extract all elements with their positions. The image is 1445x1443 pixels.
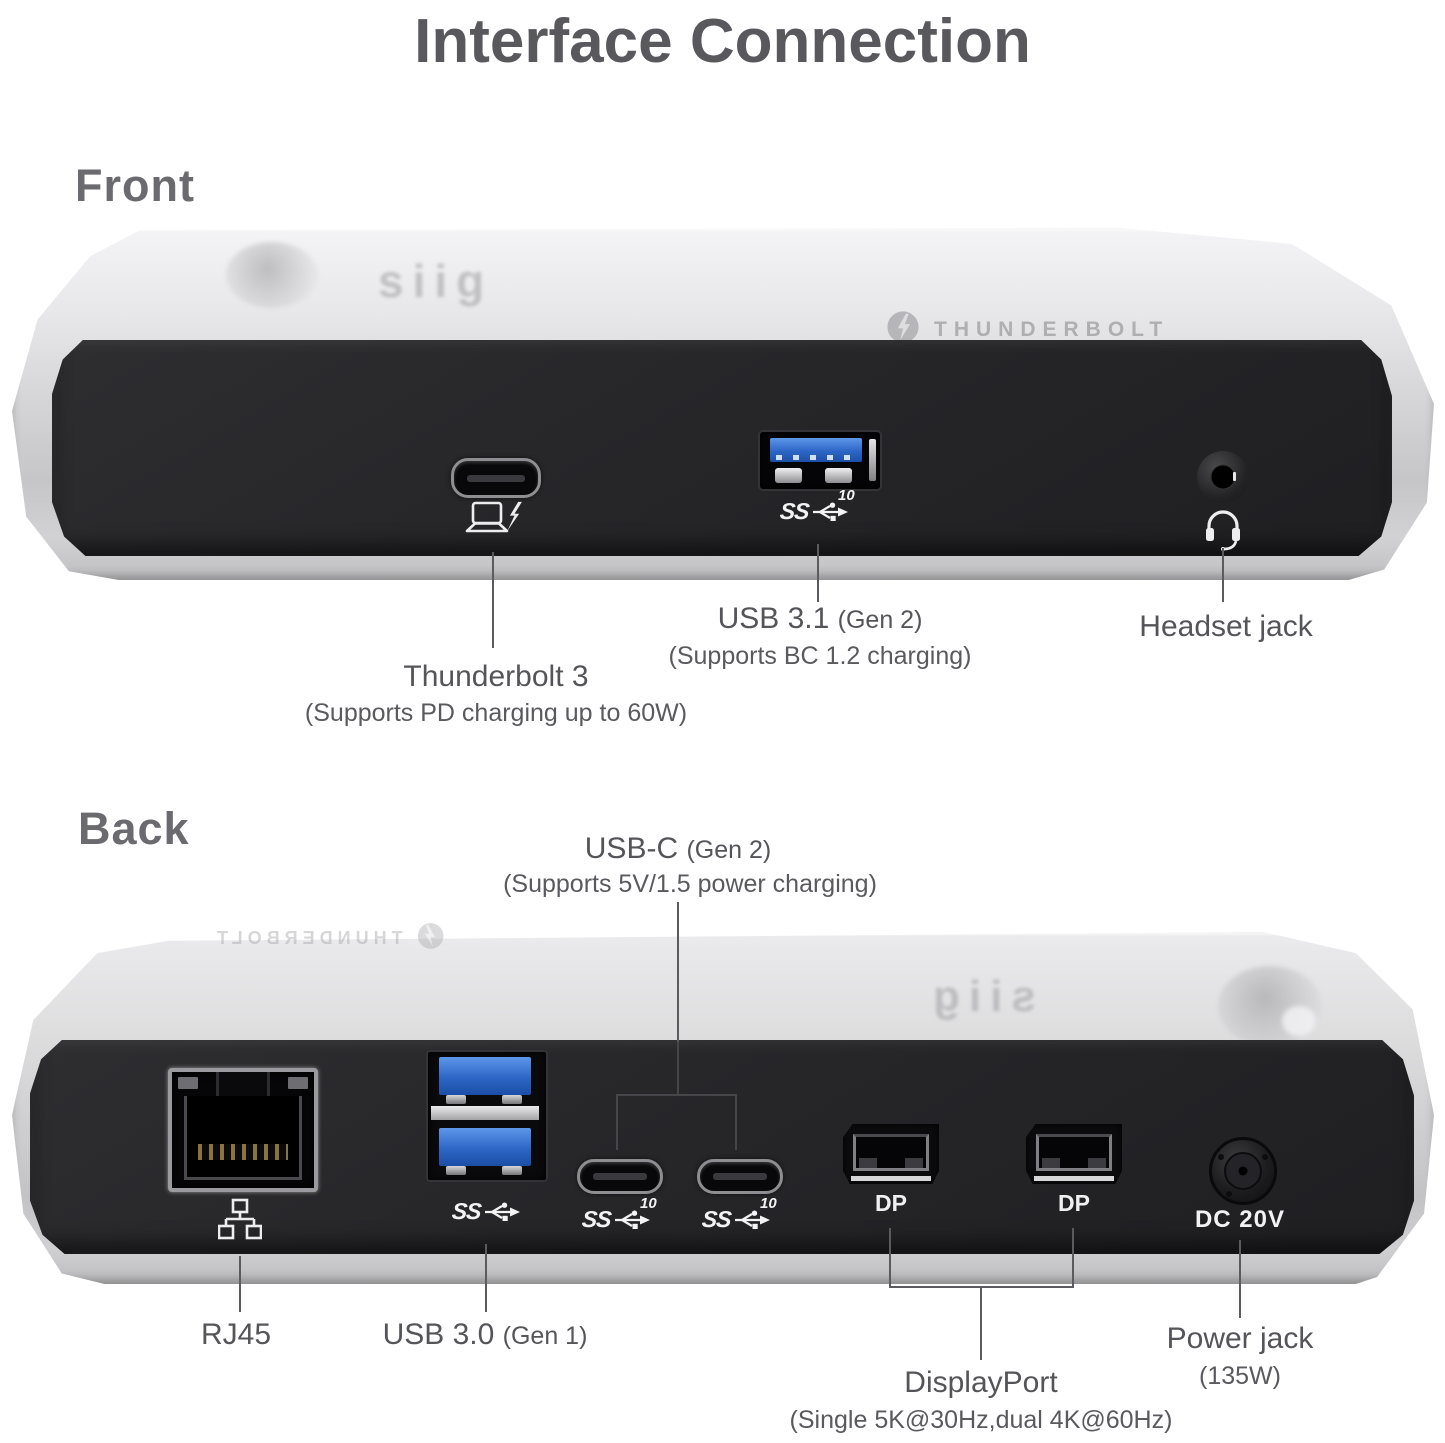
sublabel-usbc: (Supports 5V/1.5 power charging) [503,870,877,898]
dc-20v-label: DC 20V [1194,1206,1286,1233]
page-title: Interface Connection [414,7,1031,76]
callout-line-power [1239,1240,1241,1318]
usb31-port [758,430,882,491]
label-thunderbolt3: Thunderbolt 3 [403,660,589,693]
usb-ss10-icon: SS 10 [580,1195,657,1232]
thunderbolt-brand: THUNDERBOLT [886,310,1169,349]
thunderbolt-logo-icon [417,922,445,955]
thunderbolt-brand-mirrored: THUNDERBOLT [212,922,445,955]
laptop-lightning-icon [463,500,527,549]
callout-line-headset [1222,548,1224,602]
label-rj45: RJ45 [200,1318,272,1351]
thunderbolt-brand-text: THUNDERBOLT [934,317,1170,341]
label-power-jack: Power jack [1166,1322,1314,1355]
usb-ss10-icon: SS 10 [700,1195,777,1232]
callout-line-thunderbolt3 [492,552,494,648]
usb30-ports [426,1050,548,1182]
power-jack-port [1209,1137,1277,1205]
siig-logo-mark [1218,966,1322,1046]
sublabel-power-jack: (135W) [1199,1362,1281,1390]
callout-line-usbc-dark [677,1042,679,1096]
callout-line-rj45 [239,1256,241,1312]
usb-ss-icon: SS [451,1198,523,1225]
front-section-heading: Front [75,160,195,211]
sublabel-thunderbolt3: (Supports PD charging up to 60W) [304,699,688,727]
headset-icon [1201,503,1245,556]
callout-drop-dp-left [889,1228,891,1288]
callout-drop-dp-right [1072,1228,1074,1288]
label-displayport: DisplayPort [904,1366,1058,1399]
sublabel-displayport: (Single 5K@30Hz,dual 4K@60Hz) [789,1406,1173,1434]
rj45-port [168,1068,318,1192]
dp-port-label-2: DP [1058,1190,1090,1216]
usbc-port-2 [697,1159,783,1194]
headset-jack-port [1197,451,1249,503]
dp-port-label-1: DP [875,1190,907,1216]
back-section-heading: Back [78,803,190,854]
callout-line-usbc [677,902,679,1042]
label-headset: Headset jack [1139,610,1313,643]
siig-logo-text: siig [378,255,494,307]
dock-front-face [52,340,1392,556]
callout-line-dp [980,1286,982,1360]
callout-drop-usbc-right [735,1094,737,1150]
thunderbolt-logo-icon [886,310,920,349]
callout-bracket-usbc [616,1094,737,1096]
displayport-port-2 [1026,1124,1122,1184]
siig-logo-mark [226,242,318,308]
label-usbc: USB-C (Gen 2) [584,832,772,865]
displayport-port-1 [843,1124,939,1184]
usb-ss10-icon: SS 10 [778,487,855,524]
callout-line-usb31 [817,544,819,602]
thunderbolt3-port [451,458,541,498]
sublabel-usb31: (Supports BC 1.2 charging) [668,642,972,670]
label-usb30: USB 3.0 (Gen 1) [382,1318,588,1351]
callout-line-usb30 [485,1244,487,1312]
siig-logo-text-mirrored: siig [924,972,1036,1021]
ethernet-network-icon [217,1198,263,1249]
thunderbolt-brand-text: THUNDERBOLT [212,928,403,948]
callout-drop-usbc-left [616,1094,618,1150]
usbc-port-1 [577,1159,663,1194]
label-usb31: USB 3.1 (Gen 2) [717,602,923,635]
